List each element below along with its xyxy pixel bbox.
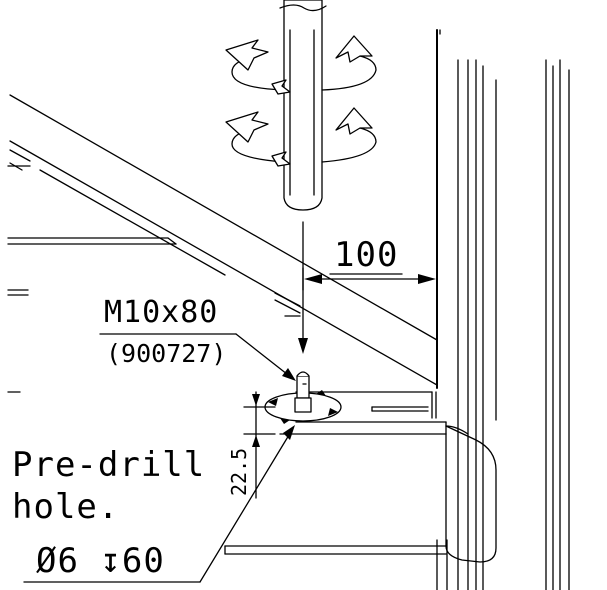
predrill-note: Pre-drill hole. Ø6 ↧60: [12, 425, 295, 583]
rotation-arrow-lower-icon: [225, 107, 377, 167]
screw: [264, 371, 342, 424]
drill-shaft: [279, 0, 327, 211]
bottom-bracket: [224, 391, 497, 563]
rotation-arrow-upper-icon: [225, 35, 377, 95]
dimension-edge-distance: 100: [302, 235, 438, 291]
screw-callout: M10x80 (900727): [99, 295, 296, 381]
dimension-hole-offset: 22.5: [227, 391, 276, 499]
horizontal-rail: [7, 237, 301, 393]
edge-distance-label: 100: [334, 235, 398, 275]
note-line2: hole.: [12, 487, 119, 527]
note-line1: Pre-drill: [12, 445, 205, 485]
vertical-frame-profile: [436, 29, 570, 590]
screw-size-label: M10x80: [104, 295, 218, 330]
hole-spec-label: Ø6 ↧60: [36, 541, 165, 581]
hole-offset-label: 22.5: [227, 448, 251, 496]
diagonal-beam: [7, 94, 438, 386]
screw-part-number-label: (900727): [106, 339, 226, 368]
